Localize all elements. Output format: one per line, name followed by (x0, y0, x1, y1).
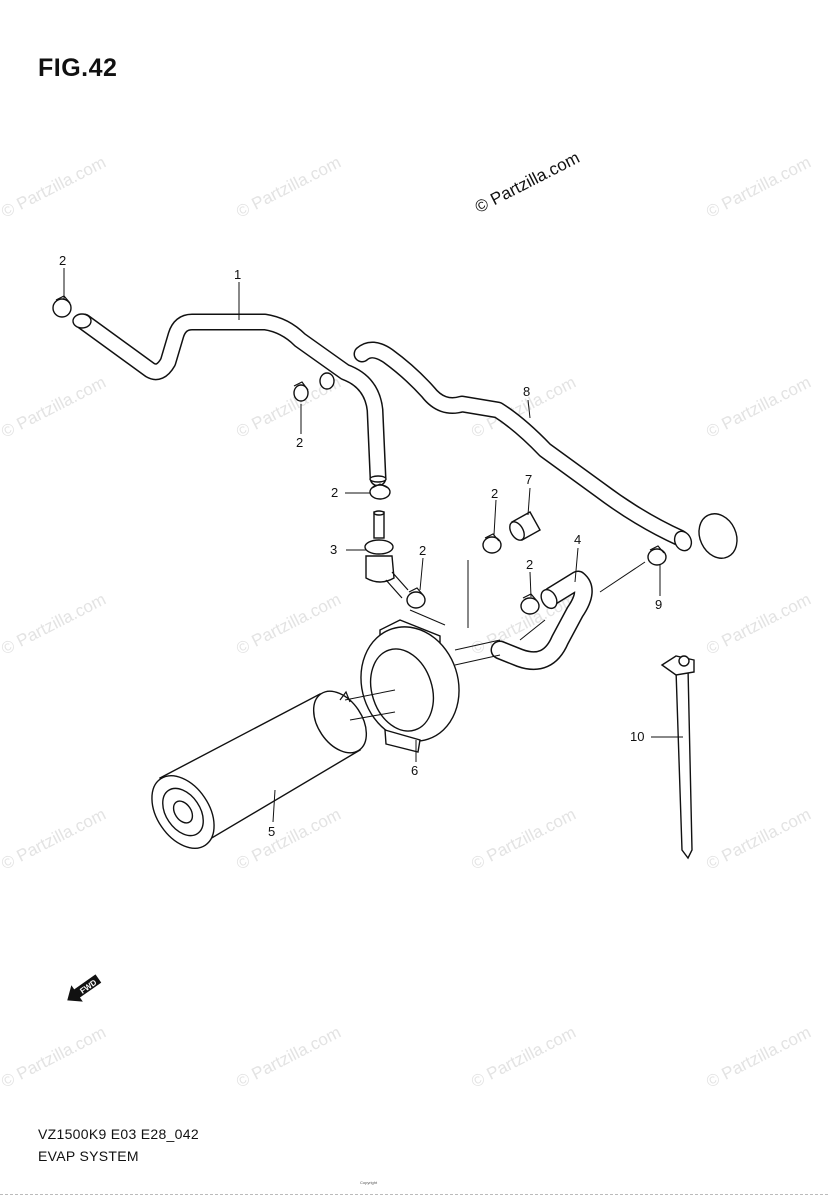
clamp-cap[interactable] (482, 533, 502, 554)
clamp-part-9[interactable] (647, 545, 667, 566)
callout-4: 4 (574, 532, 581, 547)
callout-2: 2 (331, 485, 338, 500)
cap-part-7[interactable] (507, 511, 541, 543)
hose-end (673, 530, 693, 552)
watermark: © Partzilla.com (233, 1023, 344, 1092)
connection-line (409, 609, 446, 626)
hose-part-4[interactable] (490, 570, 593, 671)
watermark: © Partzilla.com (233, 153, 344, 222)
watermark: © Partzilla.com (0, 1023, 109, 1092)
callout-2: 2 (59, 253, 66, 268)
watermark: © Partzilla.com (0, 590, 109, 659)
callout-9: 9 (655, 597, 662, 612)
tie-part-10[interactable] (660, 655, 695, 860)
watermark: © Partzilla.com (703, 153, 814, 222)
clamp-top-left[interactable] (52, 295, 72, 318)
watermark: © Partzilla.com (703, 1023, 814, 1092)
watermark: © Partzilla.com (703, 373, 814, 442)
callout-5: 5 (268, 824, 275, 839)
callout-1: 1 (234, 267, 241, 282)
clamp-hose-4[interactable] (520, 593, 540, 615)
connection-line (599, 561, 646, 593)
callout-labels: 2 1 2 8 2 2 7 3 2 4 2 9 10 6 5 (59, 253, 662, 839)
figure-title: FIG.42 (38, 54, 118, 82)
callout-2: 2 (491, 486, 498, 501)
canister-part-5[interactable] (139, 682, 396, 860)
callout-3: 3 (330, 542, 337, 557)
watermark: © Partzilla.com (0, 805, 109, 874)
leader-lines (63, 268, 683, 823)
callout-6: 6 (411, 763, 418, 778)
clamp-valve-top[interactable] (369, 483, 391, 500)
watermark: © Partzilla.com (233, 590, 344, 659)
hose-part-8[interactable] (353, 341, 744, 565)
hose-fitting (698, 513, 738, 559)
watermark: © Partzilla.com (703, 590, 814, 659)
watermark: © Partzilla.com (703, 805, 814, 874)
model-code: VZ1500K9 E03 E28_042 (38, 1126, 199, 1142)
watermark: © Partzilla.com (468, 1023, 579, 1092)
copyright-note: Copyright (360, 1180, 378, 1185)
hose-end (369, 475, 387, 483)
callout-2: 2 (419, 543, 426, 558)
fwd-arrow-icon: FWD (67, 974, 102, 1002)
clamp-valve-side[interactable] (406, 587, 426, 609)
watermark: © Partzilla.com (0, 153, 109, 222)
connection-line (454, 639, 501, 651)
callout-2: 2 (526, 557, 533, 572)
watermark: © Partzilla.com (0, 373, 109, 442)
valve-part-3[interactable] (364, 510, 409, 599)
hose-part-1[interactable] (72, 313, 387, 487)
hose-end (540, 588, 558, 610)
clamp-upper[interactable] (293, 372, 335, 402)
section-name: EVAP SYSTEM (38, 1148, 139, 1164)
watermark: © Partzilla.com (468, 805, 579, 874)
bottom-rule (0, 1194, 828, 1195)
callout-2: 2 (296, 435, 303, 450)
bracket-part-6[interactable] (346, 614, 473, 754)
callout-10: 10 (630, 729, 644, 744)
callout-7: 7 (525, 472, 532, 487)
connection-line (454, 654, 501, 666)
connection-line (519, 619, 546, 641)
hose-end (72, 313, 92, 329)
callout-8: 8 (523, 384, 530, 399)
